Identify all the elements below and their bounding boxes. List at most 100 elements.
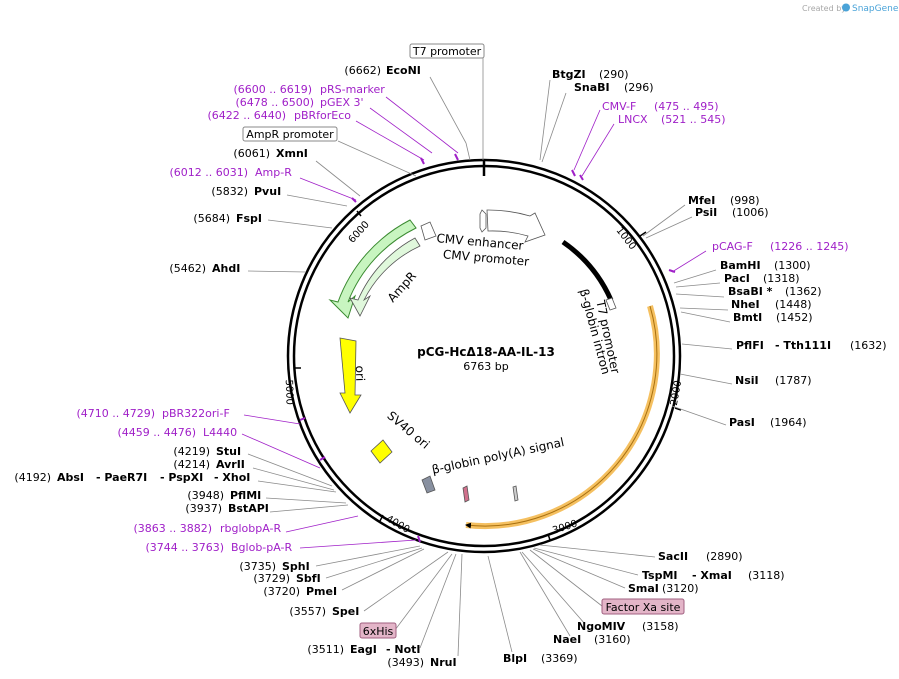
ahdi-pos: (5462)	[169, 262, 206, 275]
snabi-pos: (296)	[624, 81, 654, 94]
prs-marker-range: (6600 .. 6619)	[233, 83, 312, 96]
leader-pgex	[369, 107, 433, 154]
leader-sacii	[539, 544, 656, 558]
primer-mark-pbrforeco	[420, 157, 425, 165]
leader-naei	[519, 551, 571, 637]
nhei-name: NheI	[731, 298, 760, 311]
primer-mark-ampr	[351, 197, 357, 203]
factor-xa-box	[601, 598, 685, 615]
bglob-pa-r-range: (3744 .. 3763)	[145, 541, 224, 554]
leader-nhei	[679, 307, 729, 311]
leader-psii	[645, 216, 693, 239]
t7-promoter-box-label: T7 promoter	[412, 45, 482, 58]
leader-eagi	[419, 553, 457, 649]
cmv-f-range: (475 .. 495)	[654, 100, 719, 113]
leader-sphi	[315, 545, 421, 567]
econi-name: EcoNI	[386, 64, 421, 77]
leader-pflmi	[265, 497, 347, 504]
leader-pasi	[671, 405, 727, 426]
leader-ahdi	[247, 270, 307, 273]
leader-bglobpa	[299, 539, 417, 549]
beta-globin-intron-feature	[561, 239, 614, 302]
leader-pmei	[341, 548, 425, 591]
l4440-name: L4440	[203, 426, 237, 439]
blpi-pos: (3369)	[541, 652, 578, 665]
ampr-feature-outer	[328, 219, 417, 319]
sv40-ori-label: SV40 ori	[384, 408, 432, 451]
btgzi-name: BtgZI	[552, 68, 586, 81]
primer-mark-cmvf	[571, 169, 576, 177]
lncx-range: (521 .. 545)	[661, 113, 726, 126]
fspi-pos: (5684)	[193, 212, 230, 225]
ruler-tick-6000	[356, 210, 362, 217]
leader-smai	[532, 548, 626, 589]
leader-lncx	[581, 123, 615, 177]
paer7i-name: - PaeR7I	[96, 471, 147, 484]
spei-name: SpeI	[332, 605, 359, 618]
bsabi-pos: (1362)	[785, 285, 822, 298]
leader-stui	[247, 453, 333, 487]
ampr-label: AmpR	[385, 269, 419, 305]
insert-arc-arrow	[465, 305, 658, 529]
leader-pbrforeco	[355, 120, 425, 161]
pgex-name: pGEX 3'	[320, 96, 364, 109]
pbrforeco-name: pBRforEco	[294, 109, 351, 122]
mfei-pos: (998)	[730, 194, 760, 207]
mfei-name: MfeI	[688, 194, 715, 207]
pgex-range: (6478 .. 6500)	[235, 96, 314, 109]
leader-factorxa	[529, 549, 603, 607]
absi-name: AbsI	[57, 471, 84, 484]
sphi-name: SphI	[282, 560, 310, 573]
prs-marker-name: pRS-marker	[320, 83, 385, 96]
pbr322ori-f-range: (4710 .. 4729)	[76, 407, 155, 420]
l4440-range: (4459 .. 4476)	[117, 426, 196, 439]
pasi-name: PasI	[729, 416, 755, 429]
leader-fspi	[267, 219, 333, 229]
nrui-name: NruI	[430, 656, 457, 669]
pasi-pos: (1964)	[770, 416, 807, 429]
bstapi-name: BstAPI	[228, 502, 269, 515]
leader-paci	[675, 282, 721, 288]
pmei-pos: (3720)	[263, 585, 300, 598]
pvui-pos: (5832)	[211, 185, 248, 198]
t7-promoter-box	[409, 43, 485, 59]
cmv-promoter-feature	[486, 209, 546, 243]
tspmi-name: TspMI	[642, 569, 678, 582]
pspxi-name: - PspXI	[160, 471, 203, 484]
ampr-promoter-feature	[420, 221, 437, 241]
pbr322ori-f-name: pBR322ori-F	[162, 407, 230, 420]
pvui-name: PvuI	[254, 185, 281, 198]
cmv-enhancer-feature	[479, 209, 487, 233]
primer-mark-l4440	[319, 456, 326, 461]
leader-ngomiv	[521, 551, 586, 625]
insert-arc-feature	[465, 305, 660, 530]
paci-name: PacI	[724, 272, 750, 285]
nrui-pos: (3493)	[387, 656, 424, 669]
rbglobpa-r-name: rbglobpA-R	[220, 522, 281, 535]
leader-xmni	[315, 160, 361, 197]
stui-pos: (4219)	[173, 445, 210, 458]
leader-rbglobpa	[285, 515, 359, 533]
pmei-name: PmeI	[306, 585, 337, 598]
brand-name: SnapGene	[852, 4, 899, 14]
blpi-name: BlpI	[503, 652, 527, 665]
eagi-pos: (3511)	[307, 643, 344, 656]
leader-nsii	[679, 373, 733, 385]
leader-snabi	[541, 92, 567, 163]
factor-xa-label: Factor Xa site	[606, 601, 681, 614]
primer-mark-pcagf	[668, 269, 676, 273]
pcag-f-range: (1226 .. 1245)	[770, 240, 849, 253]
leader-bmti	[680, 311, 731, 323]
ampr-promoter-box-label: AmpR promoter	[246, 128, 334, 141]
bmti-name: BmtI	[733, 311, 762, 324]
snabi-name: SnaBI	[574, 81, 610, 94]
leader-ampr-promoter	[337, 140, 417, 177]
ori-feature	[339, 337, 362, 414]
leader-pflfi	[681, 343, 733, 350]
ahdi-name: AhdI	[212, 262, 240, 275]
bsabi-name: BsaBI *	[728, 285, 773, 298]
leader-spei	[363, 551, 449, 612]
leader-bstapi	[269, 504, 349, 513]
